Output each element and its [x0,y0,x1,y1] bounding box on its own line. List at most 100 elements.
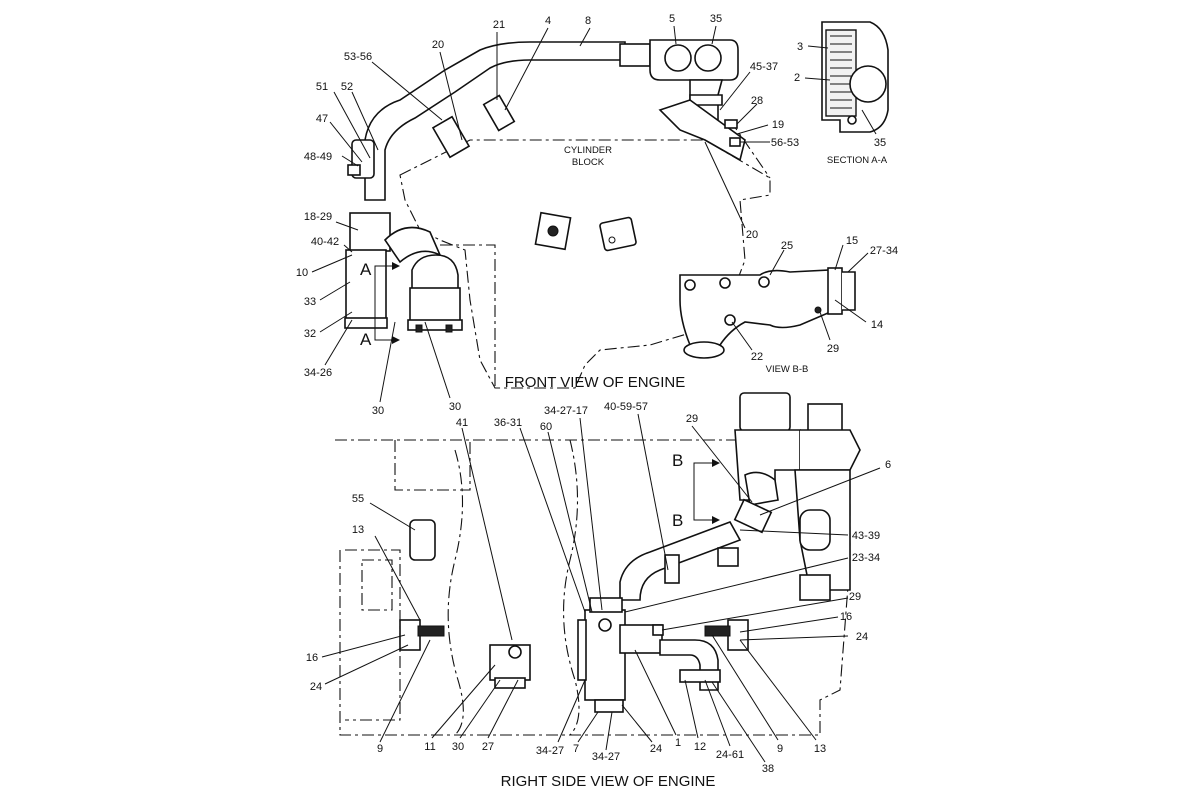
callout-41: 41 [456,417,468,429]
viewbb-outlet [683,341,725,359]
arrow-a-top [392,262,400,270]
turbo-housing [658,99,746,162]
section-b-markers: B B [672,451,720,530]
flange-elbow-top [619,39,739,131]
callout-14: 14 [871,319,883,331]
callout-8: 8 [585,15,591,27]
callout-23-34: 23-34 [852,552,880,564]
section-aa-gasket [825,29,857,117]
callout-29-side-top: 29 [686,413,698,425]
callout-24-left: 24 [310,681,322,693]
callout-60: 60 [540,421,552,433]
callout-25: 25 [781,240,793,252]
section-b-top-letter: B [672,451,683,470]
side-engine-left-window [361,559,393,611]
callout-35-front: 35 [710,13,722,25]
bracket-56-53 [729,137,741,147]
callout-35-section: 35 [874,137,886,149]
callout-43-39: 43-39 [852,530,880,542]
callout-10: 10 [296,267,308,279]
front-view: CYLINDER BLOCK [296,13,799,417]
callout-16-left: 16 [306,652,318,664]
callout-30-side: 30 [452,741,464,753]
callout-51: 51 [316,81,328,93]
callout-9-right: 9 [777,743,783,755]
front-left-pipe-assembly [344,139,463,333]
callout-33: 33 [304,296,316,308]
callout-19: 19 [772,119,784,131]
callout-13-left: 13 [352,524,364,536]
arrow-a-bottom [392,336,400,344]
callout-32: 32 [304,328,316,340]
callout-53-56: 53-56 [344,51,372,63]
callout-9-left: 9 [377,743,383,755]
callout-12: 12 [694,741,706,753]
callout-48-49: 48-49 [304,151,332,163]
callout-40-42: 40-42 [311,236,339,248]
callout-7: 7 [573,743,579,755]
callout-38: 38 [762,763,774,775]
callout-28: 28 [751,95,763,107]
callout-34-27-17: 34-27-17 [544,405,588,417]
section-aa-bolt [847,115,857,125]
side-turbo-elbow [733,471,779,534]
viewbb-title: VIEW B-B [766,364,809,375]
side-callouts: 41 36-31 60 34-27-17 40-59-57 29 6 43-39… [306,401,891,775]
callout-6: 6 [885,459,891,471]
side-engine-left-block [345,549,401,721]
callout-24-61: 24-61 [716,749,744,761]
callout-24-right: 24 [856,631,868,643]
section-a-markers: A A [360,260,400,349]
section-a-a: 3 2 35 SECTION A-A [794,21,889,166]
callout-56-53: 56-53 [771,137,799,149]
callout-11: 11 [424,741,435,753]
callout-30-right: 30 [449,401,461,413]
callout-24-center: 24 [650,743,662,755]
callout-20-top: 20 [432,39,444,51]
callout-20-lower: 20 [746,229,758,241]
front-cover-plate-right [599,216,637,252]
callout-13-right: 13 [814,743,826,755]
callout-16-right: 16 [840,611,852,623]
cylinder-block-label-1: CYLINDER [564,145,612,156]
callout-30-left: 30 [372,405,384,417]
side-left-module [489,644,531,689]
section-aa-title: SECTION A-A [827,155,888,166]
callout-22: 22 [751,351,763,363]
viewbb-flange [827,267,843,315]
section-aa-bore [849,65,887,103]
callout-45-37: 45-37 [750,61,778,73]
side-pipe-bracket [717,547,739,567]
callout-27-34: 27-34 [870,245,898,257]
front-leaders [311,25,770,403]
arrow-b-bottom [712,516,720,524]
block-lower-outline [440,244,496,390]
bracket-28 [724,119,738,129]
callout-52: 52 [341,81,353,93]
cylinder-block-label-2: BLOCK [572,157,605,168]
view-b-b: 25 15 27-34 14 29 22 VIEW B-B [679,235,898,375]
section-b-bottom-letter: B [672,511,683,530]
callout-5: 5 [669,13,675,25]
cylinder-block-outline [399,139,771,389]
callout-36-31: 36-31 [494,417,522,429]
callout-55: 55 [352,493,364,505]
callout-34-26: 34-26 [304,367,332,379]
callout-34-27-a: 34-27 [536,745,564,757]
callout-40-59-57: 40-59-57 [604,401,648,413]
front-cover-plate-left [534,211,572,251]
side-exhaust-pipe [619,521,742,601]
callout-47: 47 [316,113,328,125]
side-pipe-clamp [664,554,680,584]
side-exhaust-module [577,597,721,713]
side-leaders [321,413,881,763]
callout-27-side: 27 [482,741,494,753]
side-view-title: RIGHT SIDE VIEW OF ENGINE [501,773,716,790]
callout-29-side-right: 29 [849,591,861,603]
side-view: B B [306,392,891,790]
section-a-bottom-letter: A [360,330,372,349]
callout-2: 2 [794,72,800,84]
arrow-b-top [712,459,720,467]
front-callouts: 21 4 8 5 35 20 53-56 51 52 47 48-49 18-2… [296,13,799,417]
